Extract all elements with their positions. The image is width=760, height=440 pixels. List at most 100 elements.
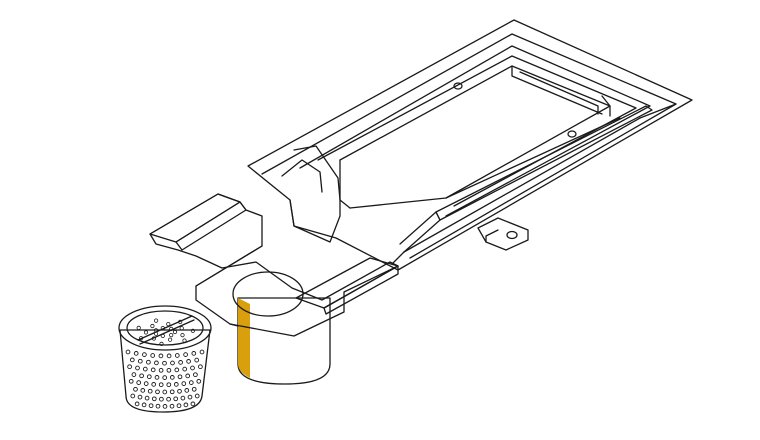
basket-hole xyxy=(166,382,172,388)
basket-hole xyxy=(176,403,182,409)
trough-wall-back xyxy=(511,65,603,115)
basket-hole xyxy=(154,360,159,366)
basket-hole xyxy=(137,394,143,400)
basket-floor-hole xyxy=(160,333,165,338)
basket-hole xyxy=(151,382,157,387)
basket-hole xyxy=(131,372,137,377)
basket-hole xyxy=(158,353,164,359)
basket-floor-hole xyxy=(182,338,187,343)
basket-hole xyxy=(190,401,196,407)
screw-hole-top xyxy=(453,82,463,90)
side-channel-front xyxy=(403,117,641,253)
outlet-plate xyxy=(149,193,399,337)
basket-hole xyxy=(194,393,200,399)
basket-hole xyxy=(162,360,167,366)
basket-floor-hole xyxy=(168,337,173,342)
basket-hole xyxy=(186,359,191,364)
outlet-pipe-shade xyxy=(238,298,250,378)
basket-floor-hole xyxy=(172,329,178,335)
drain-outlet-highlight-icon xyxy=(149,193,399,385)
basket-hole xyxy=(178,360,183,365)
basket-hole xyxy=(185,373,191,379)
basket-hole xyxy=(140,388,146,393)
basket-hole xyxy=(142,352,147,357)
outlet-front-edge xyxy=(229,323,239,327)
basket-hole xyxy=(155,389,160,395)
basket-floor-hole xyxy=(169,326,174,331)
inner-rim xyxy=(299,45,651,217)
outlet-inner-edge xyxy=(195,245,263,287)
basket-hole xyxy=(180,395,186,401)
basket-floor-hole xyxy=(153,328,159,333)
basket-floor-hole xyxy=(151,336,156,341)
basket-hole xyxy=(174,353,180,358)
outlet-pipe xyxy=(237,297,331,385)
basket-hole xyxy=(166,353,172,359)
basket-hole xyxy=(144,395,150,401)
basket-hole xyxy=(198,364,203,370)
body-left-wall xyxy=(289,199,341,243)
basket-hole xyxy=(135,365,140,371)
basket-floor-hole xyxy=(150,323,155,329)
basket-floor-hole xyxy=(154,318,159,323)
basket-floor-perforations xyxy=(136,318,195,346)
basket-hole xyxy=(187,394,193,400)
basket-floor-hole xyxy=(160,325,165,331)
basket-hole xyxy=(125,349,131,355)
basket-hole xyxy=(183,352,188,357)
basket-floor-hole xyxy=(159,341,164,346)
side-channel-lower xyxy=(399,211,441,253)
basket-floor-hole xyxy=(136,325,141,330)
basket-hole xyxy=(143,381,149,386)
basket-hole xyxy=(154,375,160,380)
basket-hole xyxy=(191,351,197,356)
basket-floor-hole xyxy=(169,332,174,338)
basket-hole xyxy=(162,404,168,409)
basket-hole xyxy=(188,380,194,385)
basket-hole xyxy=(139,373,144,379)
basket-hole xyxy=(199,349,205,355)
basket-floor-hole xyxy=(178,319,183,324)
basket-hole xyxy=(146,374,152,380)
basket-hole xyxy=(169,389,175,395)
basket-hole xyxy=(177,374,183,380)
basket-hole xyxy=(128,378,134,384)
basket-floor-hole xyxy=(166,321,171,327)
basket-hole xyxy=(194,357,200,363)
screw-hole-right xyxy=(567,130,577,138)
basket-floor-hole xyxy=(139,336,144,341)
basket-floor-hole xyxy=(143,330,149,335)
body-left-lip xyxy=(293,145,341,201)
basket-hole xyxy=(169,375,175,380)
shower-drain-body-icon xyxy=(247,19,693,271)
basket-hole xyxy=(193,372,198,378)
back-face xyxy=(639,103,677,119)
basket-floor-hole xyxy=(180,332,185,338)
outlet-opening xyxy=(232,271,304,317)
mounting-tab-edge xyxy=(485,229,499,243)
trough-step xyxy=(601,95,611,117)
basket-hole xyxy=(133,386,138,392)
side-channel-edge xyxy=(391,251,405,265)
basket-hole xyxy=(196,378,202,384)
basket-hole xyxy=(150,367,156,373)
basket-hole xyxy=(155,403,161,409)
basket-hole xyxy=(166,367,172,373)
basket-hole xyxy=(177,388,182,394)
basket-hole xyxy=(150,353,156,358)
flange-inner-edge xyxy=(261,33,677,259)
basket-hole xyxy=(127,364,132,370)
basket-handle-2 xyxy=(139,319,195,345)
trough-inner-corner xyxy=(519,71,599,115)
mounting-tab-hole xyxy=(506,230,518,240)
basket-hole xyxy=(162,375,168,380)
basket-hole xyxy=(129,357,135,363)
basket-hole xyxy=(158,367,164,373)
basket-hole xyxy=(159,396,164,402)
outlet-right-lip-side xyxy=(323,265,399,315)
basket-floor-hole xyxy=(190,328,195,333)
basket-hole xyxy=(146,359,151,365)
basket-hole xyxy=(173,396,179,402)
basket-hole xyxy=(190,365,195,371)
